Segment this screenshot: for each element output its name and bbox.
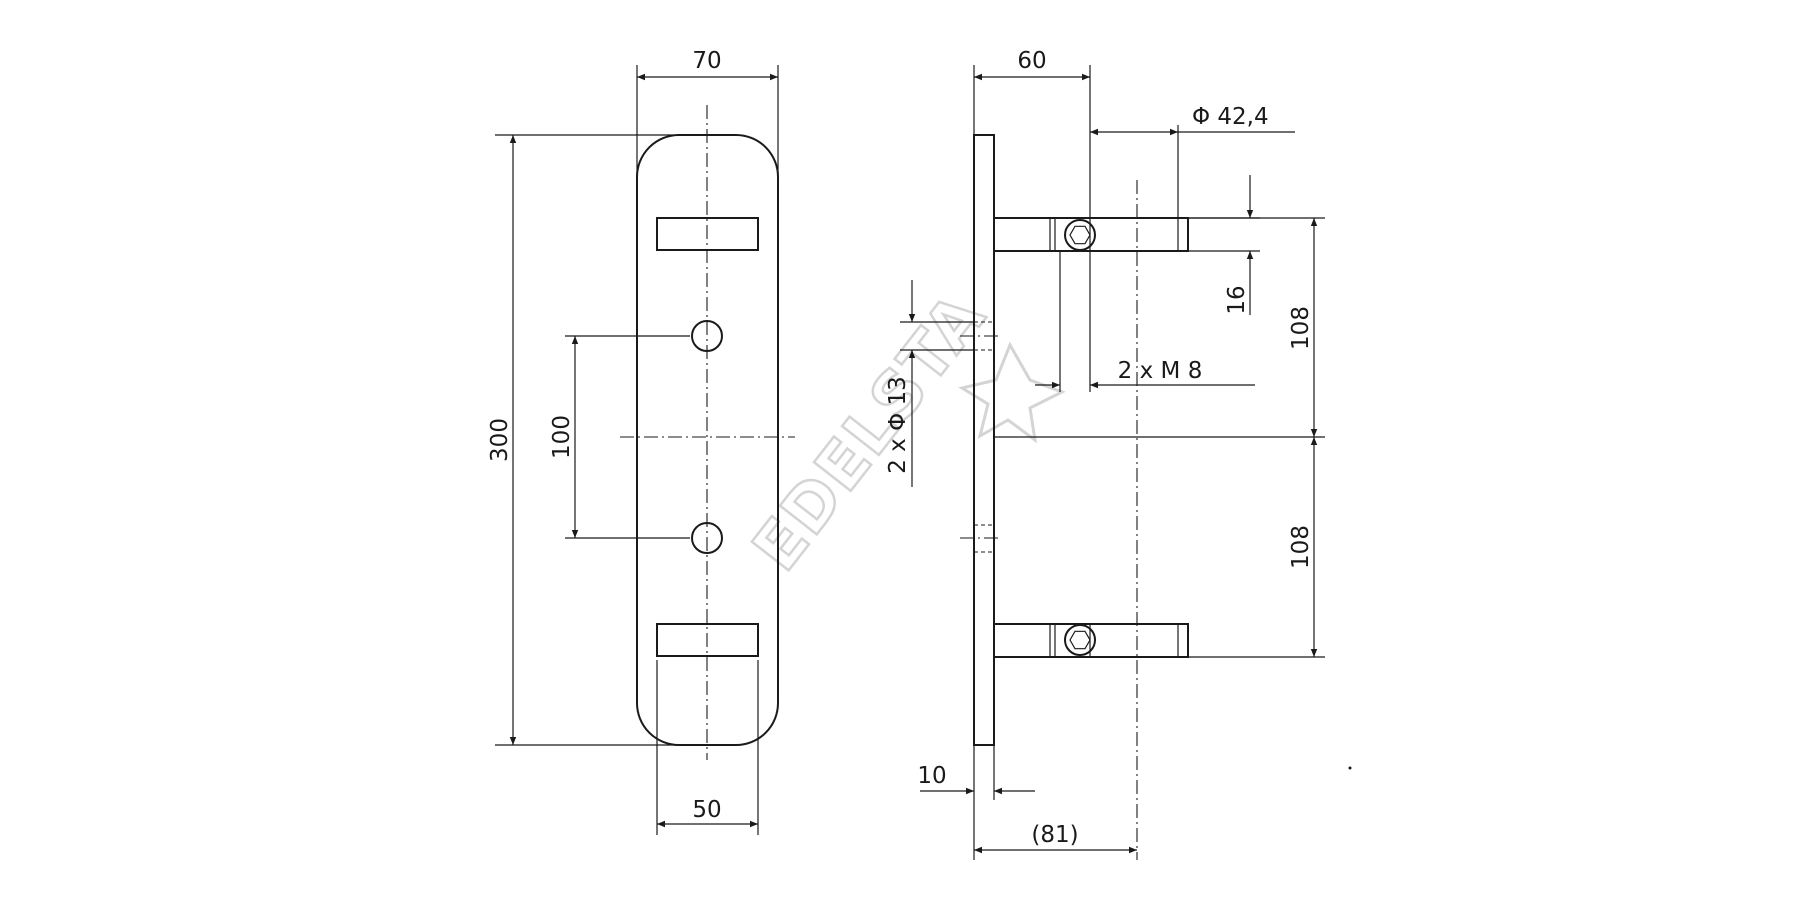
front-view: 70 300 100 50 [487,48,795,835]
dim-depth: 60 [1017,48,1046,74]
dim-upper-span: 108 [1288,306,1314,350]
dim-height-total: 300 [487,418,513,462]
dim-lower-span: 108 [1288,525,1314,569]
dim-hole-spacing: 100 [549,415,575,459]
dim-plate-thickness: 10 [917,763,946,789]
side-screw-top [1064,219,1096,251]
dim-slot-width: 50 [692,797,721,823]
dim-tube-diameter: Φ 42,4 [1192,104,1269,130]
side-arm-top [993,217,1189,252]
watermark-star-icon [958,341,1066,444]
side-plate [973,134,995,746]
front-slot-top [656,217,759,251]
side-view: 60 Φ 42,4 16 108 108 2 x M 8 2 x Φ 13 [885,48,1325,860]
front-hole-bottom [691,522,723,554]
side-arm-bottom [993,623,1189,658]
dim-arm-thickness: 16 [1224,285,1250,314]
side-screw-bottom [1064,624,1096,656]
front-slot-bottom [656,623,759,657]
dim-axis-distance: (81) [1031,822,1078,848]
dim-thread: 2 x M 8 [1118,358,1203,384]
dim-holes: 2 x Φ 13 [885,376,911,474]
dim-width-top: 70 [692,48,721,74]
stray-dot [1348,766,1352,770]
front-hole-top [691,320,723,352]
